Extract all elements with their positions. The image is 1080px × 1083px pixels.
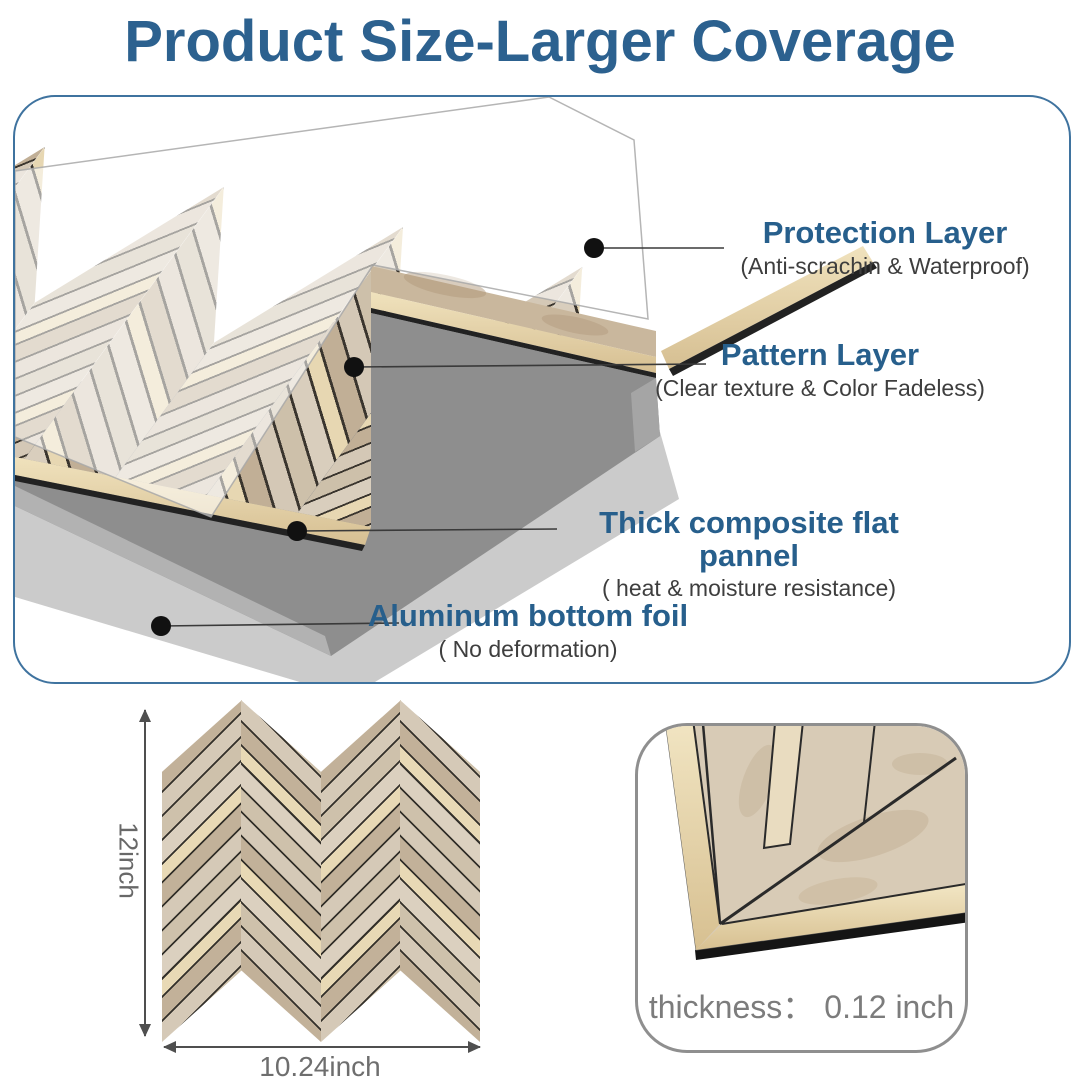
horizontal-dimension-arrow-icon — [163, 1041, 481, 1053]
callout-heading: Pattern Layer — [720, 337, 920, 372]
callout-aluminum-foil: Aluminum bottom foil ( No deformation) — [363, 598, 693, 662]
corner-gold-bottom — [696, 884, 965, 950]
tile-chevron-column — [400, 700, 480, 1042]
page-title: Product Size-Larger Coverage — [124, 9, 956, 74]
step-black-edge — [371, 308, 656, 378]
composite-panel-bevel — [15, 486, 331, 656]
foil-dot — [151, 616, 171, 636]
sheet-black-edge — [15, 475, 365, 551]
callout-heading: Thick composite flat pannel — [599, 505, 899, 573]
wedge-gold-edge — [661, 246, 873, 369]
corner-gold-left — [665, 726, 720, 950]
thickness-text: thickness：0.12 inch — [638, 982, 965, 1028]
callout-subtext: (Clear texture & Color Fadeless) — [655, 374, 985, 401]
tile-chevron-column — [321, 700, 401, 1042]
callout-heading: Aluminum bottom foil — [367, 598, 689, 633]
callout-subtext: (Anti-scrachin & Waterproof) — [740, 252, 1030, 279]
tile-corner-closeup — [665, 726, 965, 960]
panel-dot — [287, 521, 307, 541]
panel-leader-line — [296, 528, 558, 532]
thickness-detail-panel: thickness：0.12 inch — [635, 723, 968, 1053]
corner-pale-strip — [762, 726, 804, 850]
step-gold-edge — [371, 292, 656, 373]
callout-composite-panel: Thick composite flat pannel ( heat & moi… — [559, 505, 939, 602]
protection-dot — [584, 238, 604, 258]
callout-heading: Protection Layer — [762, 215, 1008, 250]
callout-subtext: ( No deformation) — [438, 635, 618, 662]
thickness-value: 0.12 inch — [824, 989, 955, 1025]
callout-protection-layer: Protection Layer (Anti-scrachin & Waterp… — [720, 215, 1050, 279]
composite-panel-bevel-right — [631, 378, 660, 452]
corner-black-edge — [695, 912, 965, 960]
wedge-black-edge — [669, 262, 877, 376]
callout-subtext: ( heat & moisture resistance) — [601, 575, 896, 602]
callout-pattern-layer: Pattern Layer (Clear texture & Color Fad… — [655, 337, 985, 401]
pattern-leader-line — [353, 363, 707, 368]
layer-diagram-panel: Protection Layer (Anti-scrachin & Waterp… — [13, 95, 1071, 684]
thickness-label: thickness： — [648, 989, 815, 1025]
tile-chevron-column — [162, 700, 242, 1042]
vertical-dimension-arrow-icon — [139, 709, 151, 1037]
tile-chevron-column — [241, 700, 321, 1042]
foil-leader-line — [160, 622, 400, 627]
height-dimension-label: 12inch — [113, 822, 144, 899]
width-dimension-label: 10.24inch — [259, 1051, 381, 1082]
corner-sheet — [665, 726, 965, 951]
protection-layer-sheet — [15, 97, 649, 518]
diagram-overlay — [15, 97, 877, 636]
pattern-dot — [344, 357, 364, 377]
